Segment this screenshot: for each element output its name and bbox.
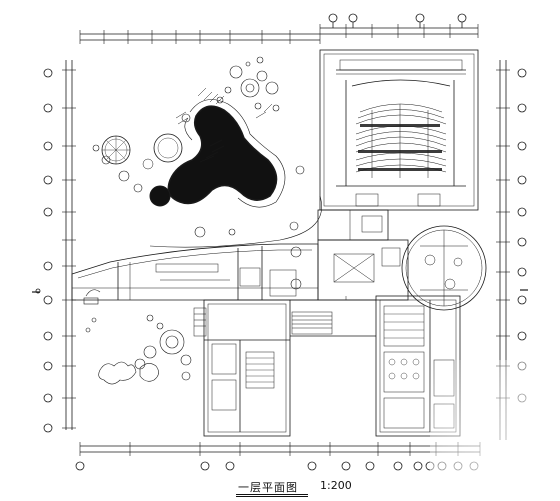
top-dimension-lines: [79, 24, 479, 44]
round-tower: [401, 225, 487, 311]
auditorium-lobby: [317, 209, 389, 241]
stair-icon: [193, 307, 333, 337]
title-underline: [236, 494, 308, 495]
auditorium: [319, 49, 479, 211]
pond-edge: [184, 117, 193, 141]
seat-rows-icon: [355, 103, 447, 178]
southeast-wing: [375, 295, 461, 437]
bottom-dimension-lines: [79, 442, 481, 456]
tree-icon: [92, 65, 305, 381]
entrance-steps: [83, 297, 99, 305]
west-gallery: [71, 243, 319, 301]
gazebo: [101, 133, 183, 170]
axis-bubble-icon: [75, 461, 479, 471]
entrance-canopy: [85, 289, 101, 297]
drawing-title: 一层平面图: [238, 481, 298, 494]
seat-rows-icon: [358, 124, 442, 171]
axis-bubble-icon: [35, 68, 53, 433]
drawing-scale: 1:200: [320, 479, 352, 492]
drawing-caption: 一层平面图 1:200: [0, 476, 560, 498]
corridor: [290, 296, 376, 337]
shrub-icon: [85, 56, 264, 385]
corner-fade: [430, 360, 560, 501]
left-dimension-lines: [62, 60, 76, 430]
title-underline: [236, 496, 308, 497]
tree-icon: [149, 185, 171, 207]
pond-edge: [189, 99, 286, 208]
southwest-wing: [203, 299, 291, 437]
site-boundary-curve: [149, 195, 322, 248]
axis-bubble-icon: [328, 13, 467, 28]
axis-bubble-icon: [517, 68, 527, 403]
central-hall: [317, 239, 409, 301]
landscape-pond: [167, 105, 278, 205]
